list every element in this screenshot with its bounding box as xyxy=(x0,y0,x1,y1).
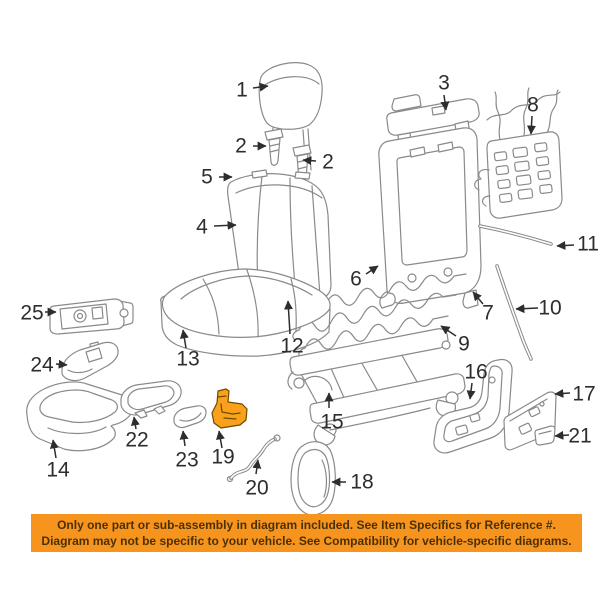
callout-ref-24: 24 xyxy=(30,354,54,377)
callout-arrow-22 xyxy=(130,416,140,430)
callout-ref-10: 10 xyxy=(538,297,561,320)
callout-arrow-1 xyxy=(252,82,269,92)
callout-arrow-17 xyxy=(554,388,571,398)
part-6-seatback-frame xyxy=(378,127,482,309)
disclaimer-line1: Only one part or sub-assembly in diagram… xyxy=(57,518,556,532)
callout-arrow-4 xyxy=(213,220,237,230)
callout-ref-1: 1 xyxy=(236,79,248,102)
callout-ref-21: 21 xyxy=(568,425,591,448)
callout-ref-16: 16 xyxy=(464,361,487,384)
callout-arrow-10 xyxy=(515,304,539,314)
callout-ref-2: 2 xyxy=(235,135,247,158)
callout-ref-8: 8 xyxy=(527,94,539,117)
part-12-13-seat-cushion xyxy=(160,268,331,357)
callout-arrow-2 xyxy=(302,156,317,166)
part-19-bracket-highlighted xyxy=(211,388,248,429)
disclaimer-line2: Diagram may not be specific to your vehi… xyxy=(41,534,572,548)
disclaimer-banner: Only one part or sub-assembly in diagram… xyxy=(31,514,582,552)
callout-ref-5: 5 xyxy=(201,166,213,189)
callout-arrow-24 xyxy=(55,359,68,369)
callout-ref-25: 25 xyxy=(20,302,43,325)
part-2-guide-sleeve-left xyxy=(264,128,284,166)
part-11-torsion-rod-upper xyxy=(478,224,553,246)
callout-ref-12: 12 xyxy=(280,335,303,358)
callout-arrow-14 xyxy=(49,439,59,459)
callout-ref-20: 20 xyxy=(245,477,268,500)
callout-ref-4: 4 xyxy=(196,216,208,239)
callout-ref-17: 17 xyxy=(572,383,595,406)
part-1-headrest xyxy=(258,62,323,172)
callout-arrow-11 xyxy=(556,241,575,250)
part-16-inner-shield xyxy=(433,358,513,454)
callout-arrow-7 xyxy=(472,291,484,305)
callout-ref-23: 23 xyxy=(175,449,198,472)
callout-arrow-9 xyxy=(440,325,457,337)
part-18-recliner-cover xyxy=(290,441,336,516)
callout-arrow-13 xyxy=(179,329,189,349)
callout-arrow-19 xyxy=(216,430,225,449)
part-21-clip xyxy=(534,425,556,446)
part-20-cable xyxy=(226,434,281,483)
callout-ref-14: 14 xyxy=(46,459,70,482)
callout-ref-11: 11 xyxy=(577,233,599,256)
callout-ref-9: 9 xyxy=(458,333,470,356)
callout-arrow-12 xyxy=(284,300,293,335)
callout-arrow-3 xyxy=(440,94,450,111)
callout-ref-3: 3 xyxy=(438,72,450,95)
part-23-cushion-pad-small xyxy=(173,405,207,429)
callout-ref-7: 7 xyxy=(482,302,494,325)
callout-layer: 1223456789101112131415161718192021222324… xyxy=(20,72,599,500)
part-3-frame-top-bracket xyxy=(386,94,480,151)
callout-ref-2: 2 xyxy=(322,151,334,174)
part-22-cushion-pad xyxy=(120,380,182,419)
callout-arrow-23 xyxy=(179,430,189,447)
callout-ref-15: 15 xyxy=(320,411,343,434)
part-8-lumbar-mat xyxy=(474,87,563,219)
callout-ref-19: 19 xyxy=(211,446,234,469)
callout-arrow-6 xyxy=(365,265,379,275)
callout-ref-6: 6 xyxy=(350,268,362,291)
callout-arrow-20 xyxy=(252,459,262,475)
callout-arrow-8 xyxy=(526,115,536,135)
part-15-seat-track xyxy=(287,328,466,446)
callout-ref-18: 18 xyxy=(350,471,373,494)
part-10-torsion-rod-lower xyxy=(495,264,533,361)
callout-ref-13: 13 xyxy=(176,348,199,371)
callout-arrow-21 xyxy=(554,430,570,440)
part-14-outer-shield xyxy=(26,381,134,452)
part-24-bracket xyxy=(61,341,119,382)
callout-ref-22: 22 xyxy=(125,429,148,452)
callout-arrow-16 xyxy=(466,382,476,400)
part-25-seat-latch xyxy=(49,298,134,335)
